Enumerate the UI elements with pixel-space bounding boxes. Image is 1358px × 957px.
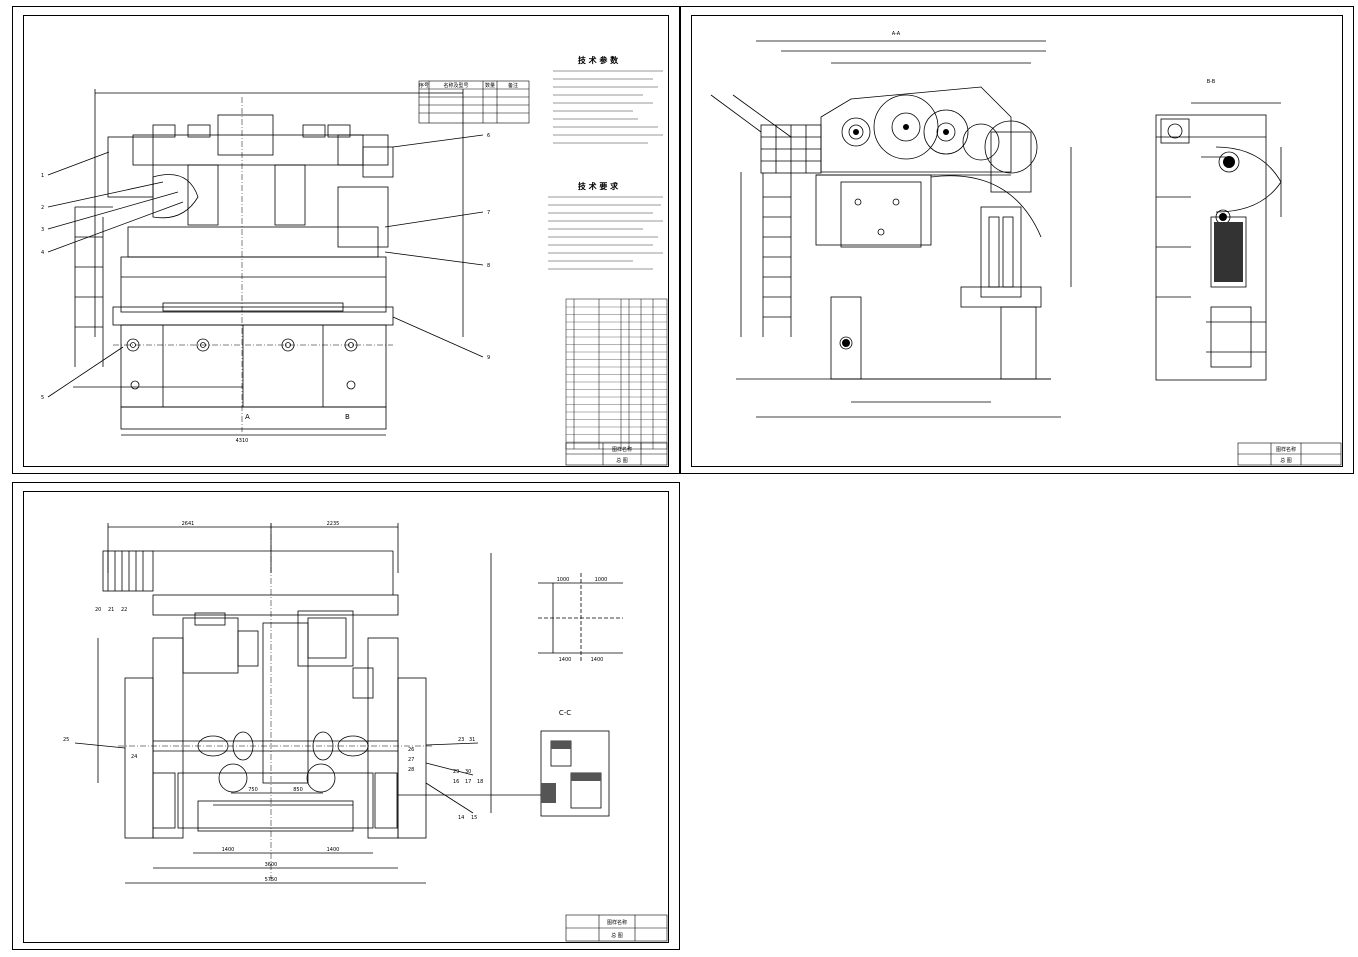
section-title-b: B-B — [1207, 79, 1216, 85]
sheet-label: 总 图 — [611, 932, 623, 939]
tech-req-title: 技 术 要 求 — [578, 181, 619, 191]
dim-base: 5750 — [265, 877, 278, 883]
detail-dim-4: 1400 — [591, 657, 604, 663]
callout: 20 — [95, 607, 101, 613]
title-block-name: 图样名称 — [612, 446, 632, 453]
callout: 25 — [63, 737, 69, 743]
callout: 28 — [408, 767, 414, 773]
callout: 15 — [471, 815, 477, 821]
callout: 14 — [458, 815, 464, 821]
callout: 23 — [458, 737, 464, 743]
parts-header-note: 备注 — [508, 82, 518, 89]
section-mark-b: B — [345, 413, 350, 421]
callout: 3 — [41, 227, 44, 233]
dim-bottom-2: 1400 — [327, 847, 340, 853]
dim-bottom-total: 3600 — [265, 862, 278, 868]
callout: 5 — [41, 395, 44, 401]
callout: 9 — [487, 355, 490, 361]
callout: 17 — [465, 779, 471, 785]
plan-view-drawing: 2641 2235 750 850 1400 1400 3600 5750 C-… — [63, 521, 668, 942]
side-view-sheet: A-A B-B 图样名称 总 图 — [680, 6, 1354, 474]
callout: 22 — [121, 607, 127, 613]
dim-top-left: 2641 — [182, 521, 195, 527]
front-view-drawing: 技 术 参 数 技 术 要 求 — [41, 55, 668, 466]
callout: 8 — [487, 263, 490, 269]
dim-span-2: 850 — [293, 787, 303, 793]
dim-bottom-1: 1400 — [222, 847, 235, 853]
dim-span-1: 750 — [248, 787, 258, 793]
front-view-sheet: 技 术 参 数 技 术 要 求 — [12, 6, 680, 474]
parts-header-qty: 数量 — [485, 82, 495, 89]
detail-title: C-C — [559, 709, 571, 717]
parts-header-name: 名称及型号 — [443, 82, 468, 89]
detail-dim-1: 1000 — [557, 577, 570, 583]
sheet-border — [23, 491, 669, 943]
callout: 24 — [131, 754, 137, 760]
callout: 4 — [41, 250, 44, 256]
sheet-border — [691, 15, 1343, 467]
callout: 21 — [108, 607, 114, 613]
sheet-border — [23, 15, 669, 467]
callout: 16 — [453, 779, 459, 785]
detail-dim-2: 1000 — [595, 577, 608, 583]
parts-header-no: 序号 — [419, 82, 429, 89]
detail-dim-3: 1400 — [559, 657, 572, 663]
title-block-name: 图样名称 — [607, 919, 627, 926]
callout: 26 — [408, 747, 414, 753]
section-title-a: A-A — [892, 31, 901, 37]
sheet-label: 总 图 — [1280, 457, 1292, 464]
callout: 1 — [41, 173, 44, 179]
callout: 29 — [453, 769, 459, 775]
callout: 2 — [41, 205, 44, 211]
section-mark-a: A — [245, 413, 250, 421]
plan-view-sheet: 2641 2235 750 850 1400 1400 3600 5750 C-… — [12, 482, 680, 950]
callout: 31 — [469, 737, 475, 743]
dim-overall-width: 4310 — [236, 438, 249, 444]
side-view-drawing: A-A B-B 图样名称 总 图 — [710, 31, 1342, 466]
callout: 7 — [487, 210, 490, 216]
callout: 6 — [487, 133, 490, 139]
tech-spec-title: 技 术 参 数 — [578, 55, 619, 65]
callout: 30 — [465, 769, 471, 775]
callout: 18 — [477, 779, 483, 785]
callout: 27 — [408, 757, 414, 763]
title-block-name: 图样名称 — [1276, 446, 1296, 453]
sheet-label: 总 图 — [616, 457, 628, 464]
dim-top-right: 2235 — [327, 521, 340, 527]
